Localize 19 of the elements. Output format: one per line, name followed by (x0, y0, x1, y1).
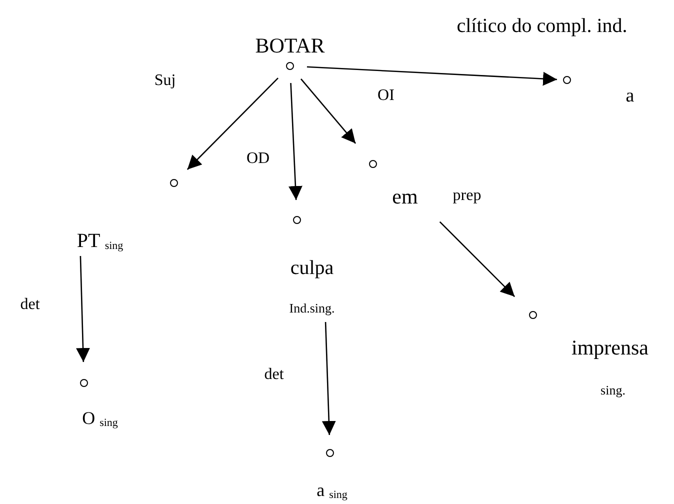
word-label: a (626, 86, 634, 106)
word-label: em (392, 186, 418, 208)
arrow (288, 82, 302, 200)
arrow (300, 78, 356, 144)
word-label: a $_{sing}$ (316, 481, 348, 499)
word-label: PT $_{sing}$ (76, 231, 124, 251)
word-label: culpa (290, 258, 334, 278)
arrow (322, 322, 336, 436)
arrow (76, 256, 90, 362)
arrow (186, 78, 278, 170)
word-label: clítico do compl. ind. (456, 16, 628, 36)
word-label: BOTAR (255, 36, 325, 56)
arrow (306, 66, 558, 86)
arrow (439, 221, 516, 298)
word-label: Ind.sing. (289, 302, 335, 314)
word-label: imprensa (572, 338, 648, 358)
word-label: sing. (600, 384, 626, 396)
word-label: O $_{sing}$ (82, 409, 118, 427)
edge-label: Suj (153, 72, 177, 90)
